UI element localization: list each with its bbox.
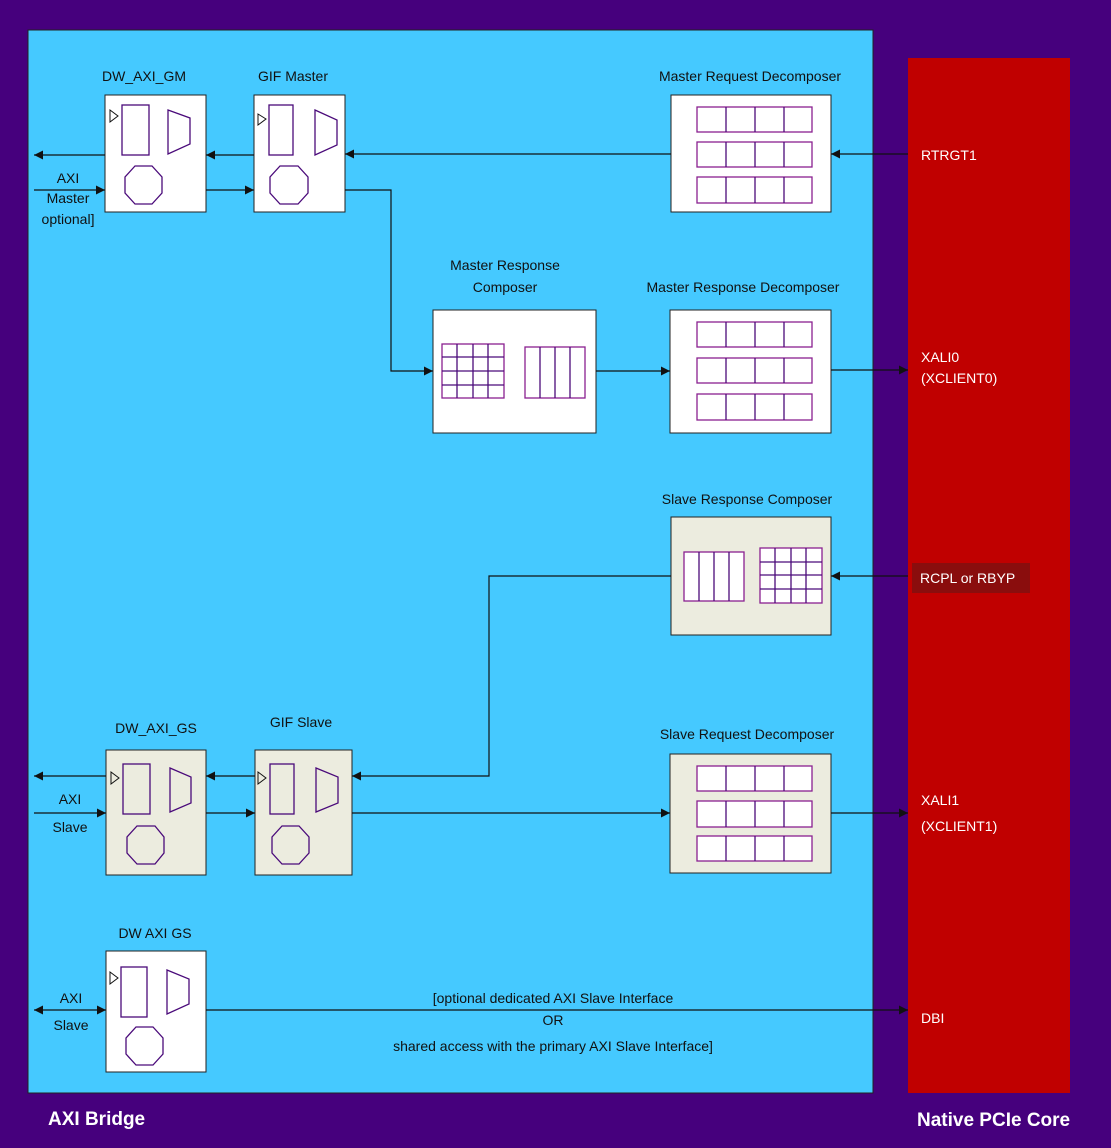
slave-request-decomposer-queues	[696, 765, 813, 862]
rtrgt1-interface-label: RTRGT1	[921, 147, 977, 163]
dbi-note-line-3: shared access with the primary AXI Slave…	[393, 1038, 713, 1054]
pcie-core-label: Native PCIe Core	[917, 1110, 1070, 1131]
dw-axi-gs-dbi-block	[105, 950, 207, 1073]
axi-master-port-label-3: optional]	[42, 211, 95, 227]
master-response-composer-grid	[441, 343, 586, 399]
gif-master-symbols	[257, 104, 338, 205]
dbi-note-line-1: [optional dedicated AXI Slave Interface	[433, 990, 674, 1006]
master-response-composer-title-1: Master Response	[450, 257, 560, 273]
master-response-composer-title-2: Composer	[473, 279, 538, 295]
dw-axi-gm-symbols	[109, 104, 191, 205]
rcpl-label-background	[912, 563, 1030, 593]
slave-response-composer-title: Slave Response Composer	[662, 491, 833, 507]
axi-master-port-label-1: AXI	[57, 170, 80, 186]
dw-axi-gs-dbi-title: DW AXI GS	[118, 925, 191, 941]
xali0-interface-label-1: XALI0	[921, 349, 959, 365]
axi-slave-dbi-port-label-1: AXI	[60, 990, 83, 1006]
gif-slave-symbols	[257, 763, 339, 865]
xali1-interface-label-1: XALI1	[921, 792, 959, 808]
gif-slave-title: GIF Slave	[270, 714, 332, 730]
dw-axi-gm-title: DW_AXI_GM	[102, 68, 186, 84]
slave-request-decomposer-title: Slave Request Decomposer	[660, 726, 835, 742]
dw-axi-gs-symbols	[110, 763, 192, 865]
rcpl-rbyp-interface-label: RCPL or RBYP	[920, 570, 1015, 586]
axi-slave-port-label-2: Slave	[52, 819, 87, 835]
axi-master-port-label-2: Master	[47, 190, 90, 206]
wire-gif-master-to-mrspcomp	[345, 189, 433, 376]
dw-axi-gs-block	[105, 749, 207, 876]
dw-axi-gs-title: DW_AXI_GS	[115, 720, 197, 736]
master-request-decomposer-title: Master Request Decomposer	[659, 68, 841, 84]
master-request-decomposer-queues	[696, 106, 813, 204]
connection-wires	[34, 149, 908, 1015]
master-response-decomposer-queues	[696, 321, 813, 421]
dbi-note-line-2: OR	[543, 1012, 564, 1028]
slave-response-composer-grid	[683, 547, 823, 604]
dw-axi-gs-dbi-symbols	[109, 966, 190, 1066]
wire-srspcomp-to-gif-slave	[352, 575, 671, 781]
dw-axi-gm-block	[104, 94, 207, 213]
dbi-interface-label: DBI	[921, 1010, 944, 1026]
axi-bridge-label: AXI Bridge	[48, 1109, 145, 1130]
xali1-interface-label-2: (XCLIENT1)	[921, 818, 997, 834]
gif-master-title: GIF Master	[258, 68, 328, 84]
master-response-decomposer-title: Master Response Decomposer	[647, 279, 840, 295]
axi-slave-dbi-port-label-2: Slave	[53, 1017, 88, 1033]
gif-master-block	[253, 94, 346, 213]
gif-slave-block	[254, 749, 353, 876]
axi-slave-port-label-1: AXI	[59, 791, 82, 807]
xali0-interface-label-2: (XCLIENT0)	[921, 370, 997, 386]
